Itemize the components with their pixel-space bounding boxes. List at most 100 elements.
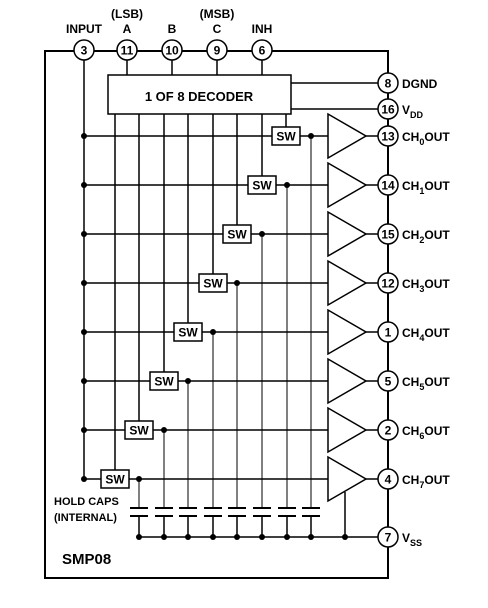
pin-label-vdd: VDD: [402, 103, 424, 120]
pin-vdd: 16: [377, 98, 399, 120]
pin-vss: 7: [377, 526, 399, 548]
switch-sw7: SW: [100, 469, 130, 489]
junction-dot: [136, 534, 142, 540]
junction-dot: [308, 534, 314, 540]
buffer-amp-3: [327, 259, 368, 307]
pin-b: 10: [161, 39, 183, 61]
pin-number: 14: [381, 179, 395, 193]
junction-dot: [342, 534, 348, 540]
pin-circle: [116, 39, 138, 61]
switch-label: SW: [154, 375, 174, 389]
switch-box: [124, 420, 154, 440]
pin-number: 11: [121, 44, 134, 58]
switch-label: SW: [129, 424, 149, 438]
junction-dot: [234, 280, 240, 286]
pin-ch2: 15: [377, 223, 399, 245]
junction-dot: [185, 378, 191, 384]
pin-circle: [251, 39, 273, 61]
switch-box: [198, 273, 228, 293]
switch-label: SW: [203, 277, 223, 291]
switch-sw3: SW: [198, 273, 228, 293]
pin-ch4: 1: [377, 321, 399, 343]
junction-dot: [210, 329, 216, 335]
wiring: [83, 60, 378, 538]
junction-dot: [81, 476, 87, 482]
pin-circle: [377, 174, 399, 196]
pin-label-a: A: [123, 22, 132, 36]
chip-name: SMP08: [62, 551, 111, 568]
pin-circle: [377, 223, 399, 245]
buffer-amp-1: [327, 161, 368, 209]
junction-dot: [81, 182, 87, 188]
pin-input: 3: [73, 39, 95, 61]
switch-sw0: SW: [271, 126, 301, 146]
switch-sw2: SW: [222, 224, 252, 244]
pin-number: 16: [381, 103, 395, 117]
junction-dot: [81, 329, 87, 335]
switch-label: SW: [227, 228, 247, 242]
hold-caps-internal-label: (INTERNAL): [54, 512, 117, 524]
pin-number: 6: [259, 44, 266, 58]
pin-label-dgnd: DGND: [402, 77, 438, 91]
junction-dot: [210, 534, 216, 540]
pin-number: 7: [385, 531, 392, 545]
pin-circle: [377, 72, 399, 94]
junction-dot: [81, 133, 87, 139]
junction-dot: [308, 133, 314, 139]
buffer-amp-6: [327, 406, 368, 454]
junction-dot: [259, 534, 265, 540]
pin-number: 2: [385, 424, 392, 438]
pin-circle: [73, 39, 95, 61]
pin-ch6: 2: [377, 419, 399, 441]
pin-circle: [377, 419, 399, 441]
pin-ch0: 13: [377, 125, 399, 147]
pin-circle: [377, 468, 399, 490]
switch-sw6: SW: [124, 420, 154, 440]
switch-box: [271, 126, 301, 146]
pin-note-c: (MSB): [200, 7, 235, 21]
switch-box: [149, 371, 179, 391]
pin-number: 4: [385, 473, 392, 487]
pin-note-a: (LSB): [111, 7, 143, 21]
pin-ch1: 14: [377, 174, 399, 196]
junction-dot: [284, 182, 290, 188]
pin-label-c: C: [213, 22, 222, 36]
pin-circle: [161, 39, 183, 61]
pin-number: 15: [381, 228, 395, 242]
pin-label-input: INPUT: [66, 22, 103, 36]
pin-number: 9: [214, 44, 221, 58]
junction-dot: [161, 534, 167, 540]
switch-box: [247, 175, 277, 195]
junction-dot: [185, 534, 191, 540]
pin-number: 1: [385, 326, 392, 340]
pin-number: 8: [385, 77, 392, 91]
junction-dot: [234, 534, 240, 540]
decoder-block: [107, 74, 292, 115]
junction-dot: [259, 231, 265, 237]
junction-dot: [81, 427, 87, 433]
ch0-out-label: CH0OUT: [402, 130, 450, 147]
pin-number: 3: [81, 44, 88, 58]
switch-box: [173, 322, 203, 342]
pin-c: 9: [206, 39, 228, 61]
switch-label: SW: [178, 326, 198, 340]
switch-sw1: SW: [247, 175, 277, 195]
pin-circle: [377, 526, 399, 548]
junction-dot: [136, 476, 142, 482]
switch-sw5: SW: [149, 371, 179, 391]
ch5-out-label: CH5OUT: [402, 375, 450, 392]
pin-circle: [377, 98, 399, 120]
switch-label: SW: [276, 130, 296, 144]
ch6-out-label: CH6OUT: [402, 424, 450, 441]
hold-caps-label: HOLD CAPS: [54, 496, 119, 508]
pin-number: 13: [381, 130, 395, 144]
pin-ch5: 5: [377, 370, 399, 392]
pin-ch7: 4: [377, 468, 399, 490]
pin-a: 11: [116, 39, 138, 61]
pin-circle: [377, 272, 399, 294]
ch4-out-label: CH4OUT: [402, 326, 450, 343]
pin-number: 12: [381, 277, 395, 291]
pin-ch3: 12: [377, 272, 399, 294]
junction-dot: [81, 378, 87, 384]
junction-dot: [284, 534, 290, 540]
